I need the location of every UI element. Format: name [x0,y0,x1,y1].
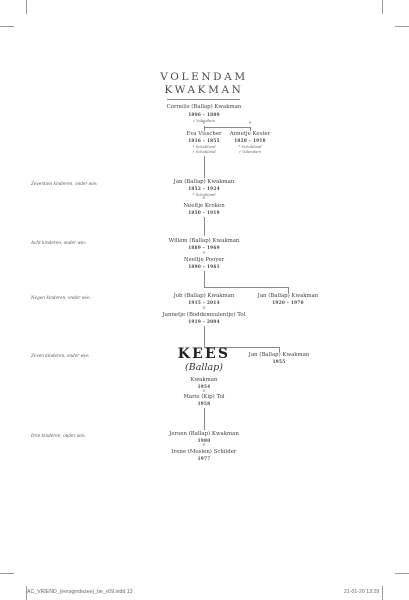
connector-line [204,217,205,236]
marriage-marker: × [202,443,206,448]
trim-mark-left-upper [0,26,14,27]
gen5-spouse-years: 1958 [197,401,211,406]
wife-1-birth-note: * Schokland [192,144,216,149]
marriage-marker: × [202,121,206,126]
page-title-line2: KWAKMAN [164,84,244,96]
gen6-name: Jeroen (Ballap) Kwakman [169,431,239,437]
connector-line [204,271,205,288]
connector-line [204,326,205,348]
gen4-sibling-name: Jan (Ballap) Kwakman [257,293,319,299]
gen4-sibling-years: 1920 – 1970 [272,300,304,305]
gen3-years: 1889 – 1969 [188,245,220,250]
connector-line [204,126,205,131]
print-slug-date: 21-01-20 13:29 [344,589,380,595]
wife-1-death-note: † Schokland [192,149,216,154]
marriage-marker: × [202,196,206,201]
connector-line [288,287,289,293]
gen5-spouse-name: Marie (Kip) Tol [183,394,225,400]
trim-mark-bottom-left [26,586,27,600]
featured-person-surname: Kwakman [190,377,218,383]
gen1-name: Cornelis (Ballap) Kwakman [166,104,242,110]
connector-line [204,287,289,288]
gen2-spouse-years: 1850 – 1919 [188,210,220,215]
gen4-years: 1915 – 2014 [188,300,220,305]
marriage-marker: × [202,306,206,311]
children-count-label: Zeventien kinderen, onder wie: [31,181,98,186]
gen2-note: * Schokland [192,192,216,197]
title-underline [167,99,240,100]
gen5-sibling-years: 1955 [272,359,286,364]
gen4-spouse-name: Jannetje (Boddemeulentje) Tol [162,312,246,318]
children-count-label: Negen kinderen, onder wie: [31,295,91,300]
trim-mark-bottom-right [382,586,383,600]
trim-mark-top-left [26,0,27,14]
gen2-name: Jan (Ballap) Kwakman [173,179,235,185]
gen2-spouse-name: Neeltje Kroken [183,203,225,209]
connector-line [279,347,280,352]
featured-person-name: KEES [177,346,231,362]
gen3-spouse-years: 1890 – 1961 [188,264,220,269]
gen3-spouse-name: Neeltje Pooyer [183,257,225,263]
children-count-label: Drie kinderen, onder wie: [31,433,86,438]
wife-1-name: Eva Visscher [186,131,222,137]
trim-mark-right-upper [395,26,409,27]
marriage-marker: × [202,389,206,394]
connector-line [204,156,205,178]
featured-person-nickname: (Ballap) [185,362,223,373]
gen6-spouse-years: 1977 [197,456,211,461]
gen6-spouse-name: Irene (Moslen) Schilder [171,449,237,455]
gen4-name: Job (Ballap) Kwakman [173,293,235,299]
featured-person-years: 1954 [197,384,211,389]
wife-2-name: Annetje Kester [229,131,271,137]
trim-mark-left-lower [0,573,14,574]
connector-line [204,408,205,430]
marriage-marker: × [202,251,206,256]
children-count-label: Zeven kinderen, onder wie: [31,353,90,358]
wife-1-years: 1816 – 1855 [188,138,220,143]
trim-mark-top-right [382,0,383,14]
gen5-sibling-name: Jan (Ballap) Kwakman [248,352,310,358]
gen1-note: † Volendam [193,118,215,123]
gen3-name: Willem (Ballap) Kwakman [168,238,240,244]
wife-2-death-note: † Volendam [239,149,261,154]
print-slug-filename: AC_VRIEND_(eersgindezee)_be_v09.indd 13 [27,589,133,595]
connector-line [250,127,251,131]
trim-mark-right-lower [395,573,409,574]
gen1-years: 1806 – 1880 [188,112,220,117]
children-count-label: Acht kinderen, onder wie: [31,240,87,245]
gen6-years: 1980 [197,438,211,443]
gen2-years: 1852 – 1924 [188,186,220,191]
page-title-line1: VOLENDAM [160,71,248,83]
gen4-spouse-years: 1919 – 2004 [188,319,220,324]
connector-line [204,347,280,348]
marriage-marker: × [248,121,252,126]
wife-2-years: 1828 – 1918 [234,138,266,143]
wife-2-birth-note: * Schokland [238,144,262,149]
connector-line [204,127,251,128]
